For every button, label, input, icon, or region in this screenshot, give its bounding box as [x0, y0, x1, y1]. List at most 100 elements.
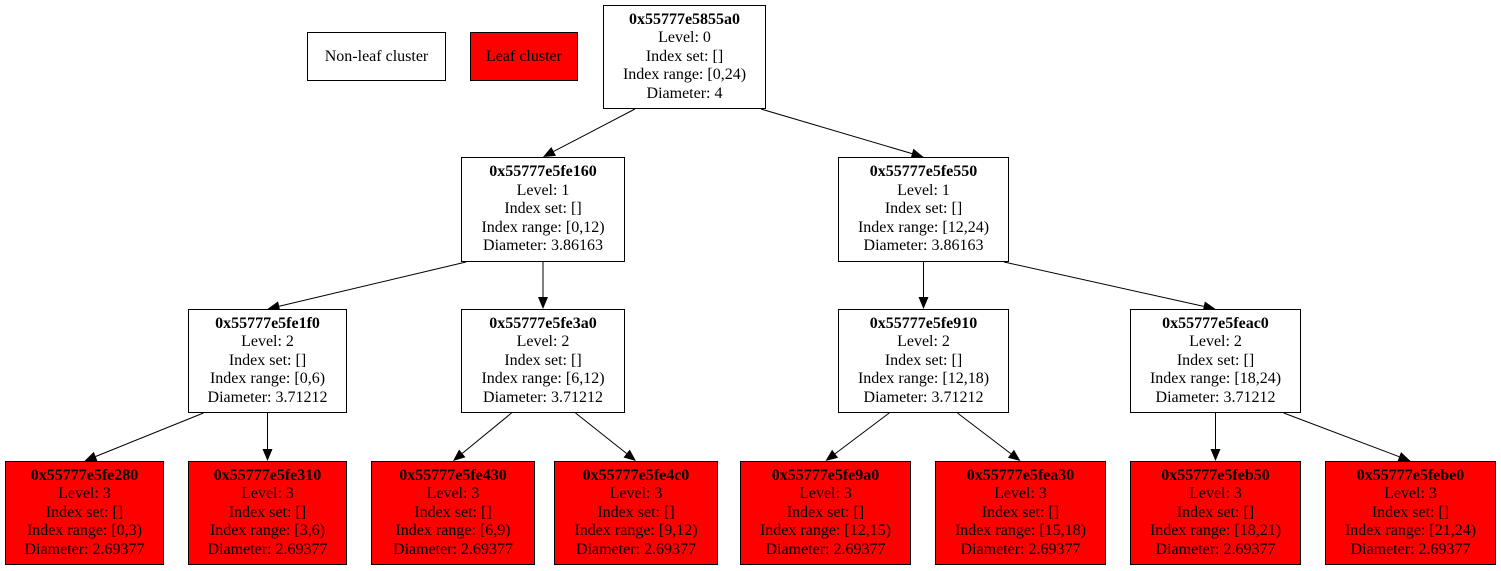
- edge-line: [1283, 412, 1400, 458]
- node-level: Level: 3: [799, 485, 852, 503]
- node-id: 0x55777e5fe280: [30, 466, 139, 484]
- node-diameter: Diameter: 2.69377: [576, 540, 696, 558]
- tree-edge: [453, 412, 512, 461]
- edge-arrowhead: [623, 449, 636, 461]
- edge-line: [461, 412, 512, 454]
- edge-line: [553, 108, 636, 152]
- node-index-set: Index set: []: [504, 200, 582, 218]
- node-index-set: Index set: []: [981, 503, 1060, 521]
- node-index-set: Index set: []: [884, 200, 963, 218]
- legend-leaf-cluster: Leaf cluster: [470, 32, 578, 81]
- edge-arrowhead: [262, 449, 273, 461]
- node-level: Level: 1: [897, 181, 950, 199]
- tree-edge: [575, 412, 636, 461]
- node-level: Level: 2: [897, 333, 950, 351]
- node-level: Level: 3: [426, 485, 480, 503]
- tree-edge: [760, 108, 924, 159]
- node-index-range: Index range: [12,15): [759, 522, 892, 540]
- node-index-set: Index set: []: [645, 47, 724, 65]
- tree-edge: [262, 413, 273, 461]
- tree-edge: [957, 412, 1021, 461]
- legend-non-leaf-cluster: Non-leaf cluster: [307, 32, 446, 81]
- node-index-range: Index range: [6,9): [395, 522, 511, 540]
- node-id: 0x55777e5855a0: [628, 10, 741, 28]
- tree-edge: [1003, 261, 1216, 312]
- node-index-set: Index set: []: [884, 351, 963, 369]
- edge-line: [957, 412, 1012, 455]
- node-diameter: Diameter: 2.69377: [765, 540, 886, 558]
- node-level: Level: 3: [241, 485, 294, 503]
- node-id: 0x55777e5fe9a0: [771, 466, 880, 484]
- tree-edge: [1210, 413, 1221, 461]
- edge-line: [95, 412, 204, 457]
- node-index-range: Index range: [12,24): [857, 218, 990, 236]
- tree-edge: [543, 108, 636, 157]
- edge-arrowhead: [1210, 449, 1221, 461]
- node-id: 0x55777e5fe160: [489, 163, 597, 181]
- node-id: 0x55777e5feac0: [1162, 314, 1269, 332]
- tree-edge: [825, 412, 890, 461]
- node-id: 0x55777e5fe430: [399, 466, 507, 484]
- node-index-set: Index set: []: [597, 503, 675, 521]
- node-index-set: Index set: []: [228, 503, 307, 521]
- node-diameter: Diameter: 4: [646, 84, 723, 102]
- edge-arrowhead: [1202, 301, 1216, 312]
- node-level: Level: 3: [58, 485, 111, 503]
- node-id: 0x55777e5fe4c0: [582, 466, 690, 484]
- node-level: Level: 0: [658, 29, 711, 47]
- edge-arrowhead: [84, 451, 98, 462]
- node-index-range: Index range: [21,24): [1344, 522, 1477, 540]
- node-index-range: Index range: [3,6): [209, 522, 326, 540]
- tree-edge: [267, 261, 467, 312]
- node-diameter: Diameter: 2.69377: [207, 540, 328, 558]
- edge-arrowhead: [267, 301, 281, 312]
- node-index-range: Index range: [15,18): [954, 522, 1087, 540]
- node-diameter: Diameter: 2.69377: [24, 540, 145, 558]
- node-index-set: Index set: []: [1176, 351, 1255, 369]
- node-diameter: Diameter: 2.69377: [960, 540, 1081, 558]
- node-index-range: Index range: [0,12): [481, 218, 605, 236]
- node-level: Level: 3: [994, 485, 1047, 503]
- node-diameter: Diameter: 3.86163: [483, 237, 603, 255]
- node-index-range: Index range: [0,24): [622, 66, 747, 84]
- node-index-set: Index set: []: [228, 351, 307, 369]
- node-diameter: Diameter: 3.71212: [207, 388, 328, 406]
- node-index-range: Index range: [0,6): [209, 370, 326, 388]
- node-level: Level: 3: [1384, 485, 1437, 503]
- node-level: Level: 3: [1189, 485, 1242, 503]
- edge-arrowhead: [1397, 452, 1411, 462]
- node-id: 0x55777e5fea30: [966, 466, 1075, 484]
- node-diameter: Diameter: 3.86163: [863, 237, 984, 255]
- node-id: 0x55777e5fe910: [869, 314, 978, 332]
- node-level: Level: 3: [609, 485, 663, 503]
- tree-edge: [1283, 412, 1411, 462]
- edge-line: [760, 108, 913, 155]
- node-id: 0x55777e5fe1f0: [215, 314, 320, 332]
- node-index-range: Index range: [18,24): [1149, 370, 1282, 388]
- tree-edge: [84, 412, 204, 462]
- node-index-set: Index set: []: [504, 351, 582, 369]
- node-index-range: Index range: [12,18): [857, 370, 990, 388]
- edge-arrowhead: [918, 297, 929, 309]
- edge-arrowhead: [1007, 449, 1021, 461]
- edge-line: [279, 261, 467, 307]
- node-diameter: Diameter: 3.71212: [1155, 388, 1276, 406]
- edge-arrowhead: [538, 297, 548, 309]
- edge-arrowhead: [543, 147, 556, 157]
- node-diameter: Diameter: 3.71212: [863, 388, 984, 406]
- edge-arrowhead: [453, 449, 466, 461]
- edge-arrowhead: [825, 449, 839, 461]
